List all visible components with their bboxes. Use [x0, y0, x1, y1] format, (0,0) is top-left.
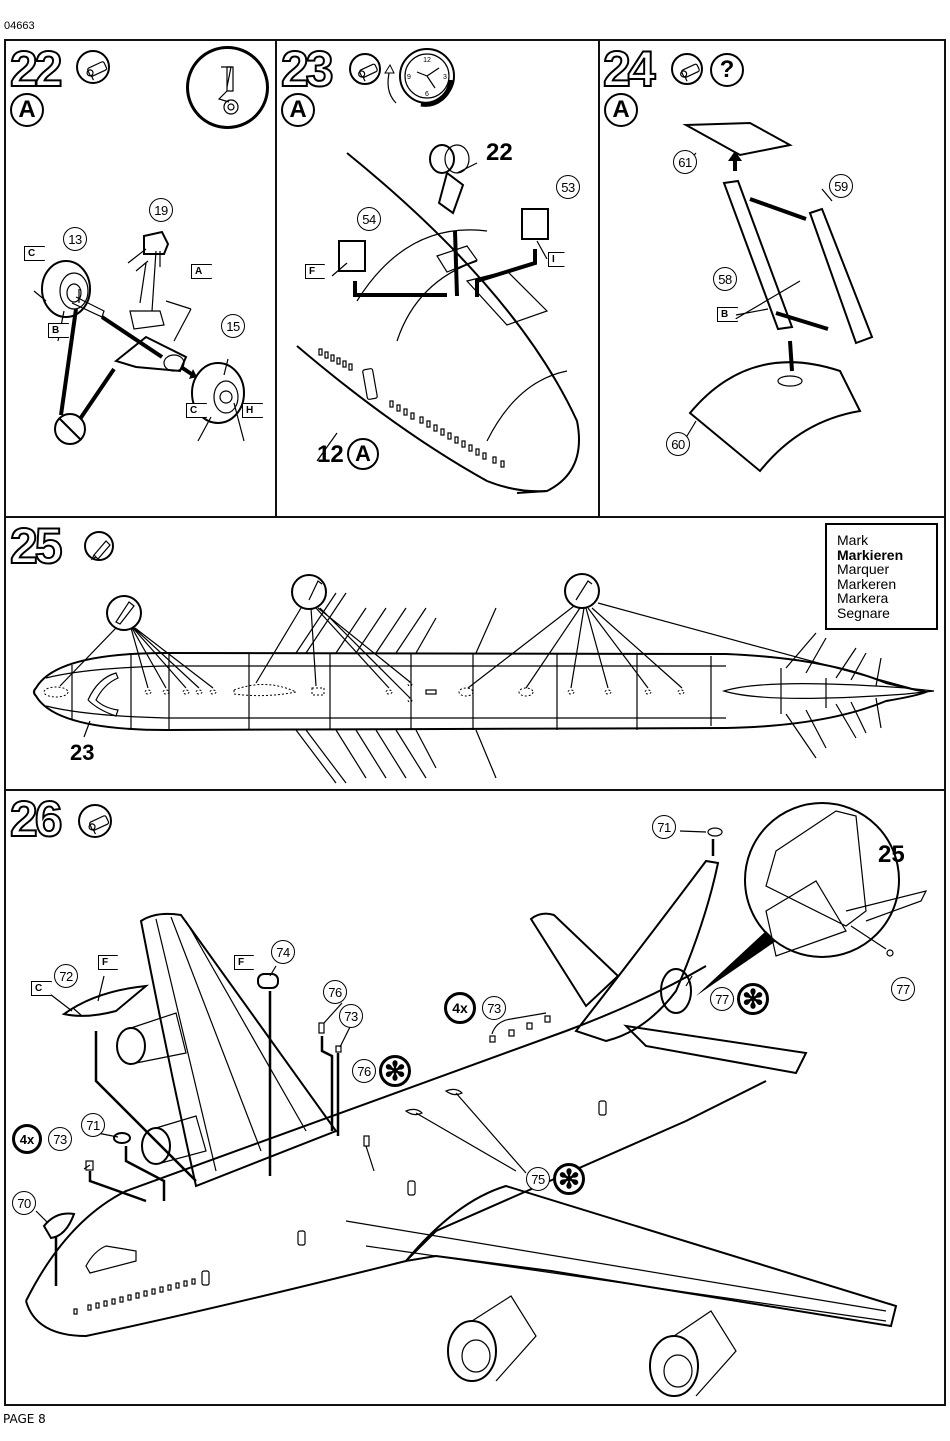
part-callout-76: 76: [323, 980, 347, 1004]
legend-nl: Markeren: [837, 575, 897, 592]
part-callout-59: 59: [829, 174, 853, 198]
svg-text:9: 9: [407, 74, 411, 81]
part-callout-61: 61: [673, 150, 697, 174]
glue-tube-icon: [76, 50, 110, 84]
legend-it: Segnare: [837, 604, 890, 621]
aircraft-assembly-illustration: [25, 802, 928, 1397]
marker-pen-icon: [84, 531, 114, 561]
rotation-arrow-icon: [384, 63, 397, 104]
svg-text:12: 12: [423, 57, 431, 64]
landing-gear-illustration: [33, 230, 245, 445]
legend-de: Markieren: [837, 546, 904, 563]
component-label: 23: [70, 740, 95, 765]
subassembly-badge: A: [281, 93, 315, 127]
part-callout-15: 15: [221, 314, 245, 338]
step-number: 24: [602, 41, 657, 97]
assembly-label: 12: [317, 441, 344, 468]
special-care-icon: ✻: [737, 983, 769, 1015]
step-25-panel: 25 23: [4, 516, 946, 791]
quantity-badge: 4x: [12, 1124, 42, 1154]
glue-tube-icon: [671, 53, 703, 85]
part-callout-53: 53: [556, 175, 580, 199]
legend-en: Mark: [837, 532, 869, 548]
decal-flag: C: [186, 403, 208, 418]
part-callout-71: 71: [81, 1113, 105, 1137]
subassembly-badge: A: [10, 93, 44, 127]
step-26-panel: 26: [4, 789, 946, 1406]
part-callout-60: 60: [666, 432, 690, 456]
legend-sv: Markera: [837, 590, 889, 606]
step-number: 25: [9, 518, 64, 574]
subassembly-label: A: [612, 96, 630, 123]
quantity-label: 4x: [452, 1000, 468, 1016]
assembly-ref-label: A: [355, 441, 371, 466]
part-callout-77: 77: [710, 987, 734, 1011]
part-callout-19: 19: [149, 198, 173, 222]
clock-drying-time-icon: 12 3 6 9: [399, 48, 455, 107]
part-callout-73: 73: [339, 1004, 363, 1028]
part-callout-54: 54: [357, 207, 381, 231]
step-number: 22: [9, 41, 64, 97]
part-callout-58: 58: [713, 267, 737, 291]
question-icon: ?: [710, 53, 744, 87]
part-callout-71: 71: [652, 815, 676, 839]
step-number: 23: [280, 41, 335, 97]
decal-flag: F: [98, 955, 119, 970]
inset-label: 25: [878, 841, 905, 868]
decal-flag: F: [305, 264, 326, 279]
part-callout-70: 70: [12, 1191, 36, 1215]
legend-fr: Marquer: [837, 561, 890, 577]
assembly-ref-badge: A: [347, 438, 379, 470]
step-number: 26: [9, 791, 64, 847]
quantity-badge: 4x: [444, 992, 476, 1024]
special-care-icon: ✻: [379, 1055, 411, 1087]
step-24-panel: 24 ? A 61 59 58 60 B: [598, 39, 946, 518]
subassembly-label: A: [289, 96, 307, 123]
step-22-panel: 22 A: [4, 39, 277, 518]
part-callout-13: 13: [63, 227, 87, 251]
page-label: PAGE 8: [3, 1412, 46, 1426]
subassembly-badge: A: [604, 93, 638, 127]
svg-text:3: 3: [443, 74, 447, 81]
step-23-panel: 23 12 3 6 9 A: [275, 39, 600, 518]
fuselage-nose-illustration: [296, 144, 580, 494]
part-callout-75: 75: [526, 1167, 550, 1191]
part-callout-73: 73: [48, 1127, 72, 1151]
glue-tube-icon: [349, 53, 381, 85]
svg-text:6: 6: [425, 91, 429, 98]
marking-legend: Mark Markieren Marquer Markeren Markera …: [825, 523, 938, 630]
part-callout-76: 76: [352, 1059, 376, 1083]
part-callout-74: 74: [271, 940, 295, 964]
nose-landing-gear-icon: [186, 46, 269, 129]
decal-flag: C: [31, 981, 53, 996]
special-care-icon: ✻: [553, 1163, 585, 1195]
part-callout-77: 77: [891, 977, 915, 1001]
component-label: 22: [486, 139, 513, 166]
fuselage-top-view-illustration: [33, 573, 935, 784]
subassembly-label: A: [18, 96, 36, 123]
quantity-label: 4x: [19, 1131, 35, 1147]
glue-tube-icon: [78, 804, 112, 838]
decal-flag: A: [191, 264, 213, 279]
display-stand-illustration: [679, 121, 874, 473]
part-callout-72: 72: [54, 964, 78, 988]
document-id: 04663: [4, 20, 35, 32]
part-callout-73: 73: [482, 996, 506, 1020]
